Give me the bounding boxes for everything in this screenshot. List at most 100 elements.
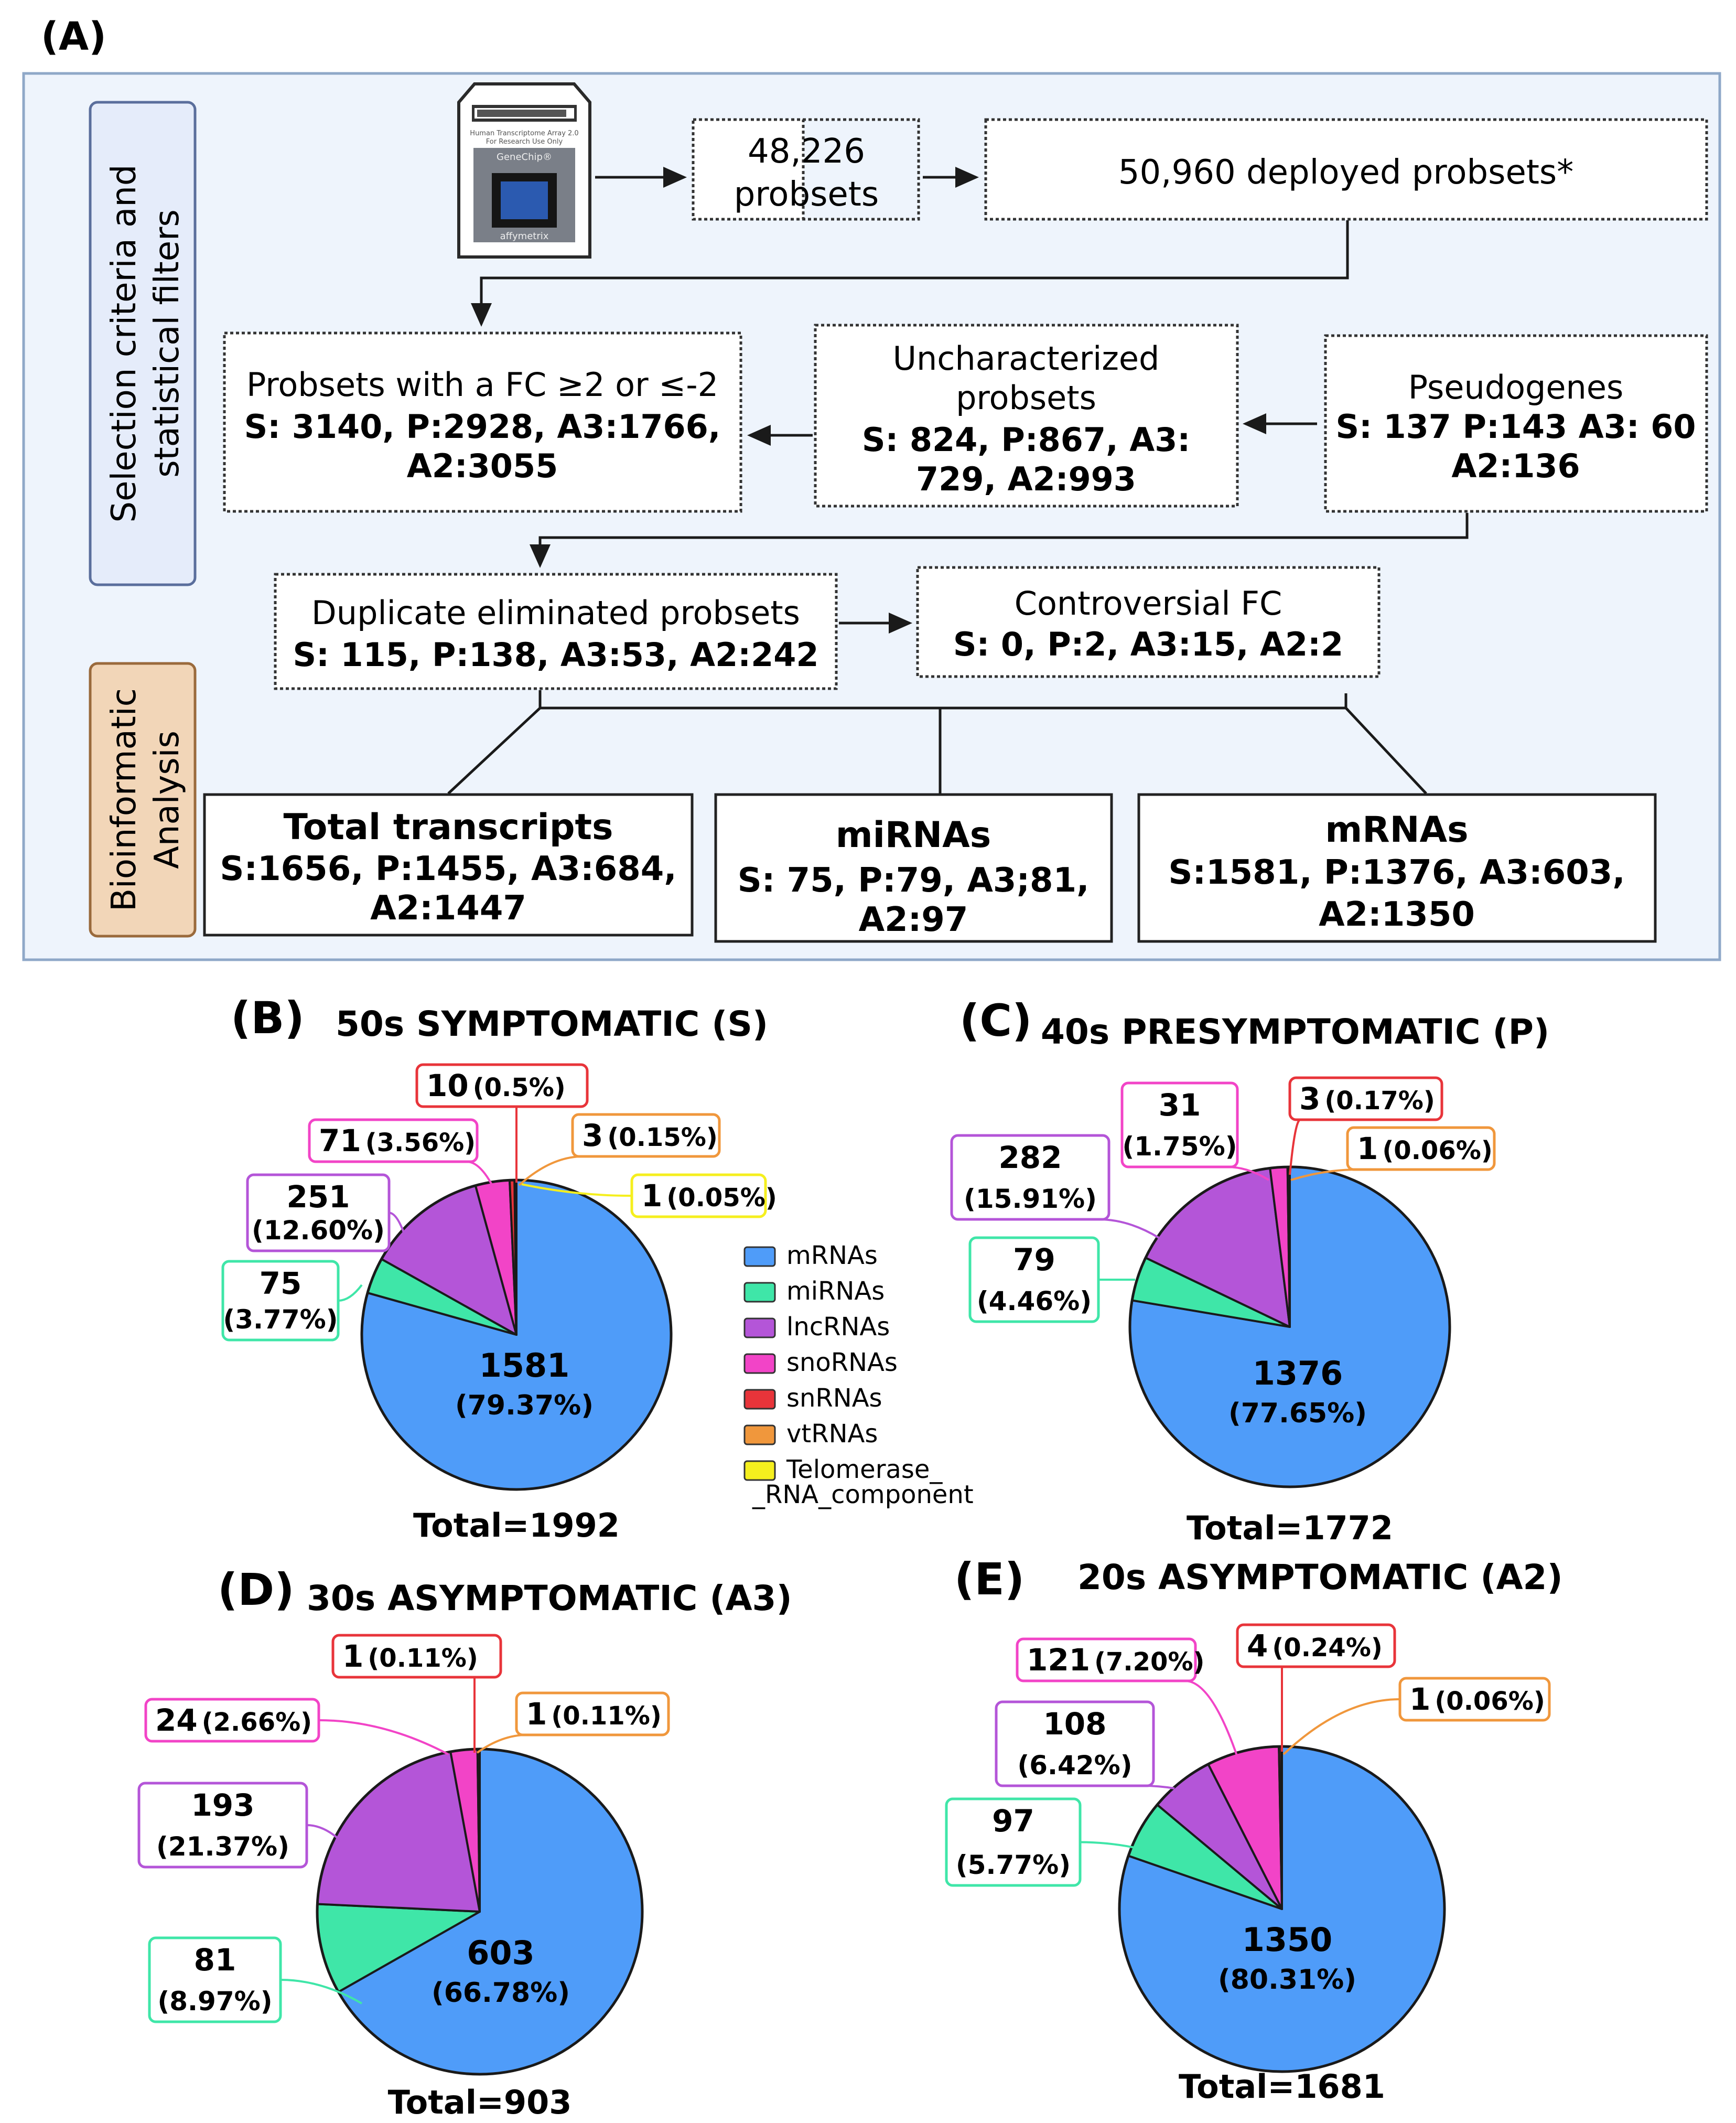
legend-label: vtRNAs (786, 1419, 878, 1449)
chart-title: 20s ASYMPTOMATIC (A2) (1077, 1557, 1563, 1597)
callout-box (144, 1698, 320, 1743)
box-controversial: Controversial FC S: 0, P:2, A3:15, A2:2 (916, 566, 1381, 678)
svg-text:50,960 deployed probsets*: 50,960 deployed probsets* (1118, 153, 1574, 192)
slice-value-label: 3 (1299, 1081, 1320, 1117)
slice-callout-text: 1(0.06%) (1409, 1681, 1545, 1717)
box-fc: Probsets with a FC ≥2 or ≤-2 S: 3140, P:… (223, 331, 742, 513)
callout-lncrnas: 193(21.37%) (137, 1782, 347, 1869)
callout-snrnas: 4(0.24%) (1236, 1623, 1396, 1752)
legend-item-snornas: snoRNAs (743, 1348, 898, 1377)
callout-mirnas: 75(3.77%) (221, 1260, 363, 1342)
slice-value-label: 193 (191, 1787, 254, 1823)
legend-item-lncrnas: lncRNAs (743, 1312, 890, 1342)
legend-label: lncRNAs (786, 1312, 890, 1342)
side-label-bioinformatic-line2: Analysis (148, 731, 187, 869)
flow-connectors (447, 167, 1469, 795)
chart-total: Total=903 (388, 2083, 572, 2121)
callout-leader (280, 1979, 363, 2004)
slice-percent-label: (0.15%) (607, 1123, 717, 1152)
box-pseudogenes: Pseudogenes S: 137 P:143 A3: 60 A2:136 (1324, 334, 1708, 513)
svg-text:A2:136: A2:136 (1451, 447, 1580, 485)
callout-box (950, 1134, 1110, 1221)
panel-a-label: (A) (41, 14, 106, 59)
callout-box (246, 1173, 391, 1252)
slice-percent-label: (3.77%) (223, 1304, 338, 1335)
box-mirnas: miRNAs S: 75, P:79, A3;81, A2:97 (714, 793, 1113, 943)
callout-box (995, 1700, 1155, 1787)
svg-text:S:1581, P:1376, A3:603,: S:1581, P:1376, A3:603, (1168, 853, 1625, 892)
chart-title: 50s SYMPTOMATIC (S) (336, 1004, 768, 1044)
panel-label: (D) (218, 1564, 295, 1615)
svg-text:Pseudogenes: Pseudogenes (1408, 368, 1624, 406)
box-deployed: 50,960 deployed probsets* (984, 118, 1708, 221)
callout-box (1346, 1126, 1496, 1171)
side-label-selection-line1: Selection criteria and (105, 164, 144, 522)
pie-slice-vtrnas (1288, 1165, 1291, 1328)
slice-value-label: 282 (998, 1140, 1062, 1175)
callout-snrnas: 3(0.17%) (1288, 1076, 1443, 1175)
legend-label: miRNAs (786, 1277, 885, 1306)
callout-vtrnas: 1(0.06%) (1290, 1126, 1496, 1181)
slice-value-label: 75 (260, 1266, 302, 1301)
svg-text:Uncharacterized: Uncharacterized (893, 339, 1160, 378)
legend-label: snRNAs (786, 1384, 882, 1413)
svg-text:Controversial FC: Controversial FC (1015, 584, 1282, 623)
callout-box (221, 1260, 340, 1342)
callout-vtrnas: 1(0.06%) (1282, 1677, 1551, 1755)
legend: mRNAsmiRNAslncRNAssnoRNAssnRNAsvtRNAsTel… (743, 1241, 974, 1509)
svg-text:729, A2:993: 729, A2:993 (916, 460, 1136, 498)
slice-value-label: 1581 (479, 1346, 570, 1385)
chart-total: Total=1992 (413, 1506, 620, 1545)
callout-box (515, 1691, 670, 1736)
callout-box (308, 1118, 479, 1163)
slice-percent-label: (0.5%) (473, 1073, 566, 1102)
slice-percent-label: (8.97%) (157, 1986, 272, 2017)
callout-box (968, 1236, 1100, 1323)
svg-text:48,226: 48,226 (748, 132, 865, 171)
callout-mirnas: 79(4.46%) (968, 1236, 1135, 1323)
svg-text:Total transcripts: Total transcripts (283, 807, 613, 848)
svg-text:A2:1350: A2:1350 (1319, 895, 1475, 934)
callout-box (1398, 1677, 1551, 1722)
slice-callout-text: 24(2.66%) (155, 1702, 312, 1738)
svg-text:S: 137 P:143 A3: 60: S: 137 P:143 A3: 60 (1335, 408, 1696, 446)
callout-snornas: 24(2.66%) (144, 1698, 449, 1755)
callout-box (1016, 1637, 1197, 1682)
callout-mirnas: 97(5.77%) (945, 1797, 1151, 1887)
slice-callout-text: 121(7.20%) (1027, 1642, 1204, 1678)
callout-vtrnas: 1(0.11%) (476, 1691, 670, 1754)
svg-text:probsets: probsets (734, 175, 879, 214)
callout-vtrnas: 3(0.15%) (518, 1113, 721, 1186)
slice-value-label: 1 (526, 1696, 547, 1732)
slice-percent-label: (0.11%) (368, 1644, 478, 1673)
pie-chart-c: (C)40s PRESYMPTOMATIC (P)1376(77.65%)79(… (950, 995, 1549, 1547)
side-label-selection: Selection criteria and statistical filte… (89, 101, 197, 586)
callout-lncrnas: 251(12.60%) (246, 1173, 405, 1252)
legend-item-mirnas: miRNAs (743, 1277, 885, 1306)
svg-text:mRNAs: mRNAs (1325, 809, 1468, 851)
box-uncharacterized: Uncharacterized probsets S: 824, P:867, … (814, 324, 1239, 508)
box-duplicates: Duplicate eliminated probsets S: 115, P:… (274, 573, 838, 690)
slice-callout-text: 4(0.24%) (1247, 1628, 1383, 1664)
svg-text:S: 0, P:2, A3:15, A2:2: S: 0, P:2, A3:15, A2:2 (953, 625, 1343, 663)
pie-slice-vtrnas (1280, 1745, 1283, 1910)
svg-text:S: 115, P:138, A3:53, A2:242: S: 115, P:138, A3:53, A2:242 (293, 636, 818, 674)
callout-box (415, 1063, 589, 1108)
callout-leader (1282, 1698, 1400, 1755)
slice-value-label: 71 (319, 1123, 361, 1159)
legend-swatch (743, 1246, 776, 1267)
slice-value-label: 24 (155, 1702, 198, 1738)
slice-percent-label: (79.37%) (455, 1390, 594, 1421)
callout-snrnas: 1(0.11%) (331, 1634, 502, 1753)
side-label-selection-line2: statistical filters (148, 209, 187, 478)
slice-percent-label: (5.77%) (956, 1850, 1071, 1880)
slice-value-label: 10 (426, 1068, 469, 1103)
svg-text:A2:1447: A2:1447 (370, 889, 526, 928)
chart-total: Total=1772 (1187, 1509, 1393, 1547)
callout-mirnas: 81(8.97%) (148, 1936, 363, 2023)
legend-item-vtrnas: vtRNAs (743, 1419, 878, 1449)
slice-callout-text: 10(0.5%) (426, 1068, 566, 1103)
slice-value-label: 4 (1247, 1628, 1268, 1664)
pie-outline (316, 1747, 644, 2076)
slice-percent-label: (77.65%) (1228, 1398, 1367, 1429)
